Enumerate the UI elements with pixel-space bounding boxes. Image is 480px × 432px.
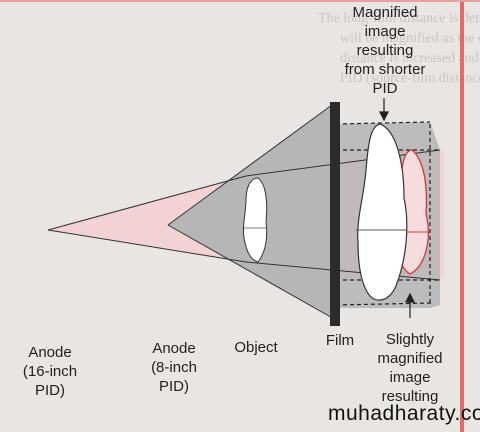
anode-16-label: Anode (16-inch PID) [20,343,80,400]
anode-8-line-2: (8-inch [151,359,197,376]
long-beam-extension-bottom [245,261,441,281]
bg-text-line-3: distance is increased and the source- [340,51,480,66]
magnified-image-tooth [357,123,408,301]
anode-8-label: Anode (8-inch PID) [144,339,204,396]
background-text: The long-film distance is determined wil… [318,11,480,86]
slightly-line-3: image [389,369,431,386]
anode-16-line-2: (16-inch [22,363,78,380]
anode-8-line-3: PID) [159,378,189,395]
object-label: Object [234,339,278,356]
magnified-line-3: resulting [356,42,414,59]
dash-bottom-outer [335,302,433,306]
dash-top-outer [335,121,431,125]
bg-text-line-1: The long-film distance is determined [318,11,480,26]
magnified-line-5: PID [372,80,398,97]
long-beam-top-line [47,175,247,231]
slightly-line-1: Slightly [385,331,435,348]
beam-lines [47,101,441,321]
short-beam-bottom-line [167,224,337,321]
bg-text-line-2: will be magnified as the object-film [340,31,480,46]
magnified-image-label: Magnified image resulting from shorter P… [338,3,432,98]
film-bar [330,102,340,326]
slightly-magnified-label: Slightly magnified image resulting [368,330,452,406]
anode-8-line-1: Anode [152,340,196,357]
page-border-top [0,0,480,2]
magnified-line-4: from shorter [344,61,426,78]
callout-arrows [379,98,415,318]
page-border-right [460,0,464,432]
slightly-line-2: magnified [377,350,443,367]
short-beam-top-line [167,101,337,226]
watermark: muhadharaty.com [328,402,480,425]
anode-16-line-3: PID) [35,382,65,399]
object-tooth [242,177,268,263]
long-beam-bottom-line [47,229,247,263]
film-label: Film [325,332,355,349]
arrow-slight-head [405,292,415,303]
magnified-line-2: image [364,23,406,40]
magnified-line-1: Magnified [352,4,418,21]
anode-16-line-1: Anode [28,344,72,361]
arrow-magnified-head [379,111,389,122]
bg-text-line-4: PID (source-film distance). [340,71,480,86]
slightly-line-4: resulting [381,388,439,405]
